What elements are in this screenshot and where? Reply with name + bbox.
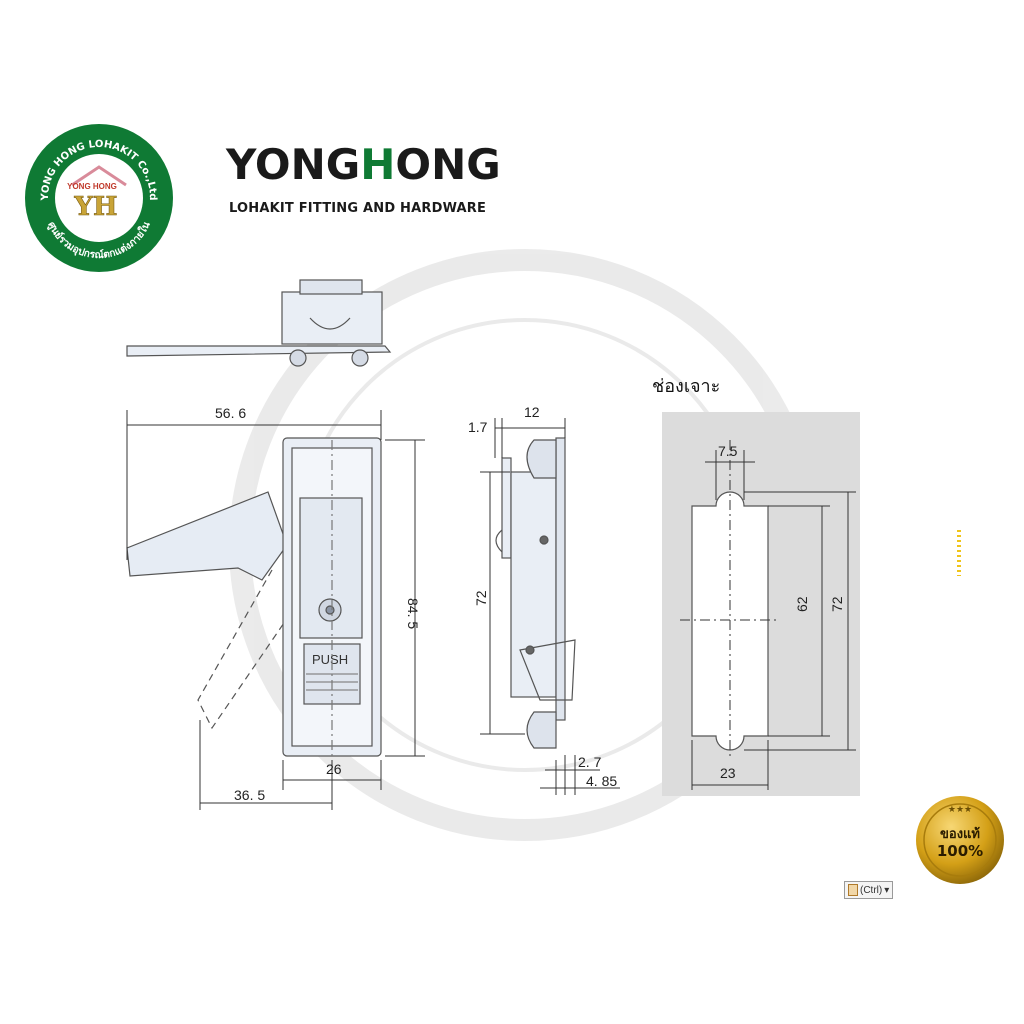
- dim-side-height: 72: [473, 590, 489, 606]
- top-view-plan: [126, 279, 392, 367]
- dim-front-bottom-width: 36. 5: [234, 787, 265, 803]
- dim-front-width-top: 56. 6: [215, 405, 246, 421]
- latch-handle: [126, 491, 288, 581]
- badge-line1: ของแท้: [940, 826, 980, 842]
- cutout-dimensions: [680, 440, 856, 790]
- dim-cutout-outer-height: 72: [829, 596, 845, 612]
- dim-cutout-notch: 7.5: [718, 443, 738, 459]
- push-label: PUSH: [312, 652, 348, 667]
- seal-inner-text: YONG HONG: [67, 182, 117, 191]
- house-roof-icon: [71, 165, 127, 187]
- dim-cutout-inner-height: 62: [794, 596, 810, 612]
- brand-name-part2: H: [360, 140, 396, 189]
- brand-name-part1: YONG: [226, 140, 361, 189]
- front-view-latch: PUSH: [126, 437, 382, 760]
- badge-line2: 100%: [937, 842, 983, 860]
- star-icon: ★★★: [948, 804, 972, 814]
- clipboard-icon: [848, 884, 858, 896]
- handle-open-position: [197, 569, 287, 730]
- paste-options-button[interactable]: (Ctrl) ▾: [844, 881, 894, 899]
- brand-tagline: LOHAKIT FITTING AND HARDWARE: [229, 201, 487, 216]
- side-view-dimensions: [480, 418, 620, 795]
- dotted-marker: [957, 530, 961, 576]
- paste-options-label: (Ctrl): [860, 884, 883, 896]
- cutout-title: ช่องเจาะ: [652, 376, 721, 397]
- dim-side-bottom-1: 2. 7: [578, 754, 602, 770]
- genuine-100-badge: ★★★ ของแท้ 100%: [916, 796, 1004, 884]
- dim-side-top-small: 1.7: [468, 419, 488, 435]
- dim-side-bottom-2: 4. 85: [586, 773, 617, 789]
- company-logo-seal: YONG HONG LOHAKIT Co.,Ltd ศูนย์รวมอุปกรณ…: [25, 124, 173, 272]
- dim-cutout-width: 23: [720, 765, 736, 781]
- seal-monogram: YH: [73, 192, 117, 222]
- brand-name: YONGHONG: [226, 144, 501, 186]
- dim-front-height: 84. 5: [405, 598, 421, 629]
- side-view-latch: [495, 437, 576, 749]
- dim-side-top-depth: 12: [524, 404, 540, 420]
- chevron-down-icon: ▾: [884, 884, 890, 896]
- front-view-dimensions: [126, 410, 425, 810]
- brand-name-part3: ONG: [395, 140, 501, 189]
- dim-front-body-width: 26: [326, 761, 342, 777]
